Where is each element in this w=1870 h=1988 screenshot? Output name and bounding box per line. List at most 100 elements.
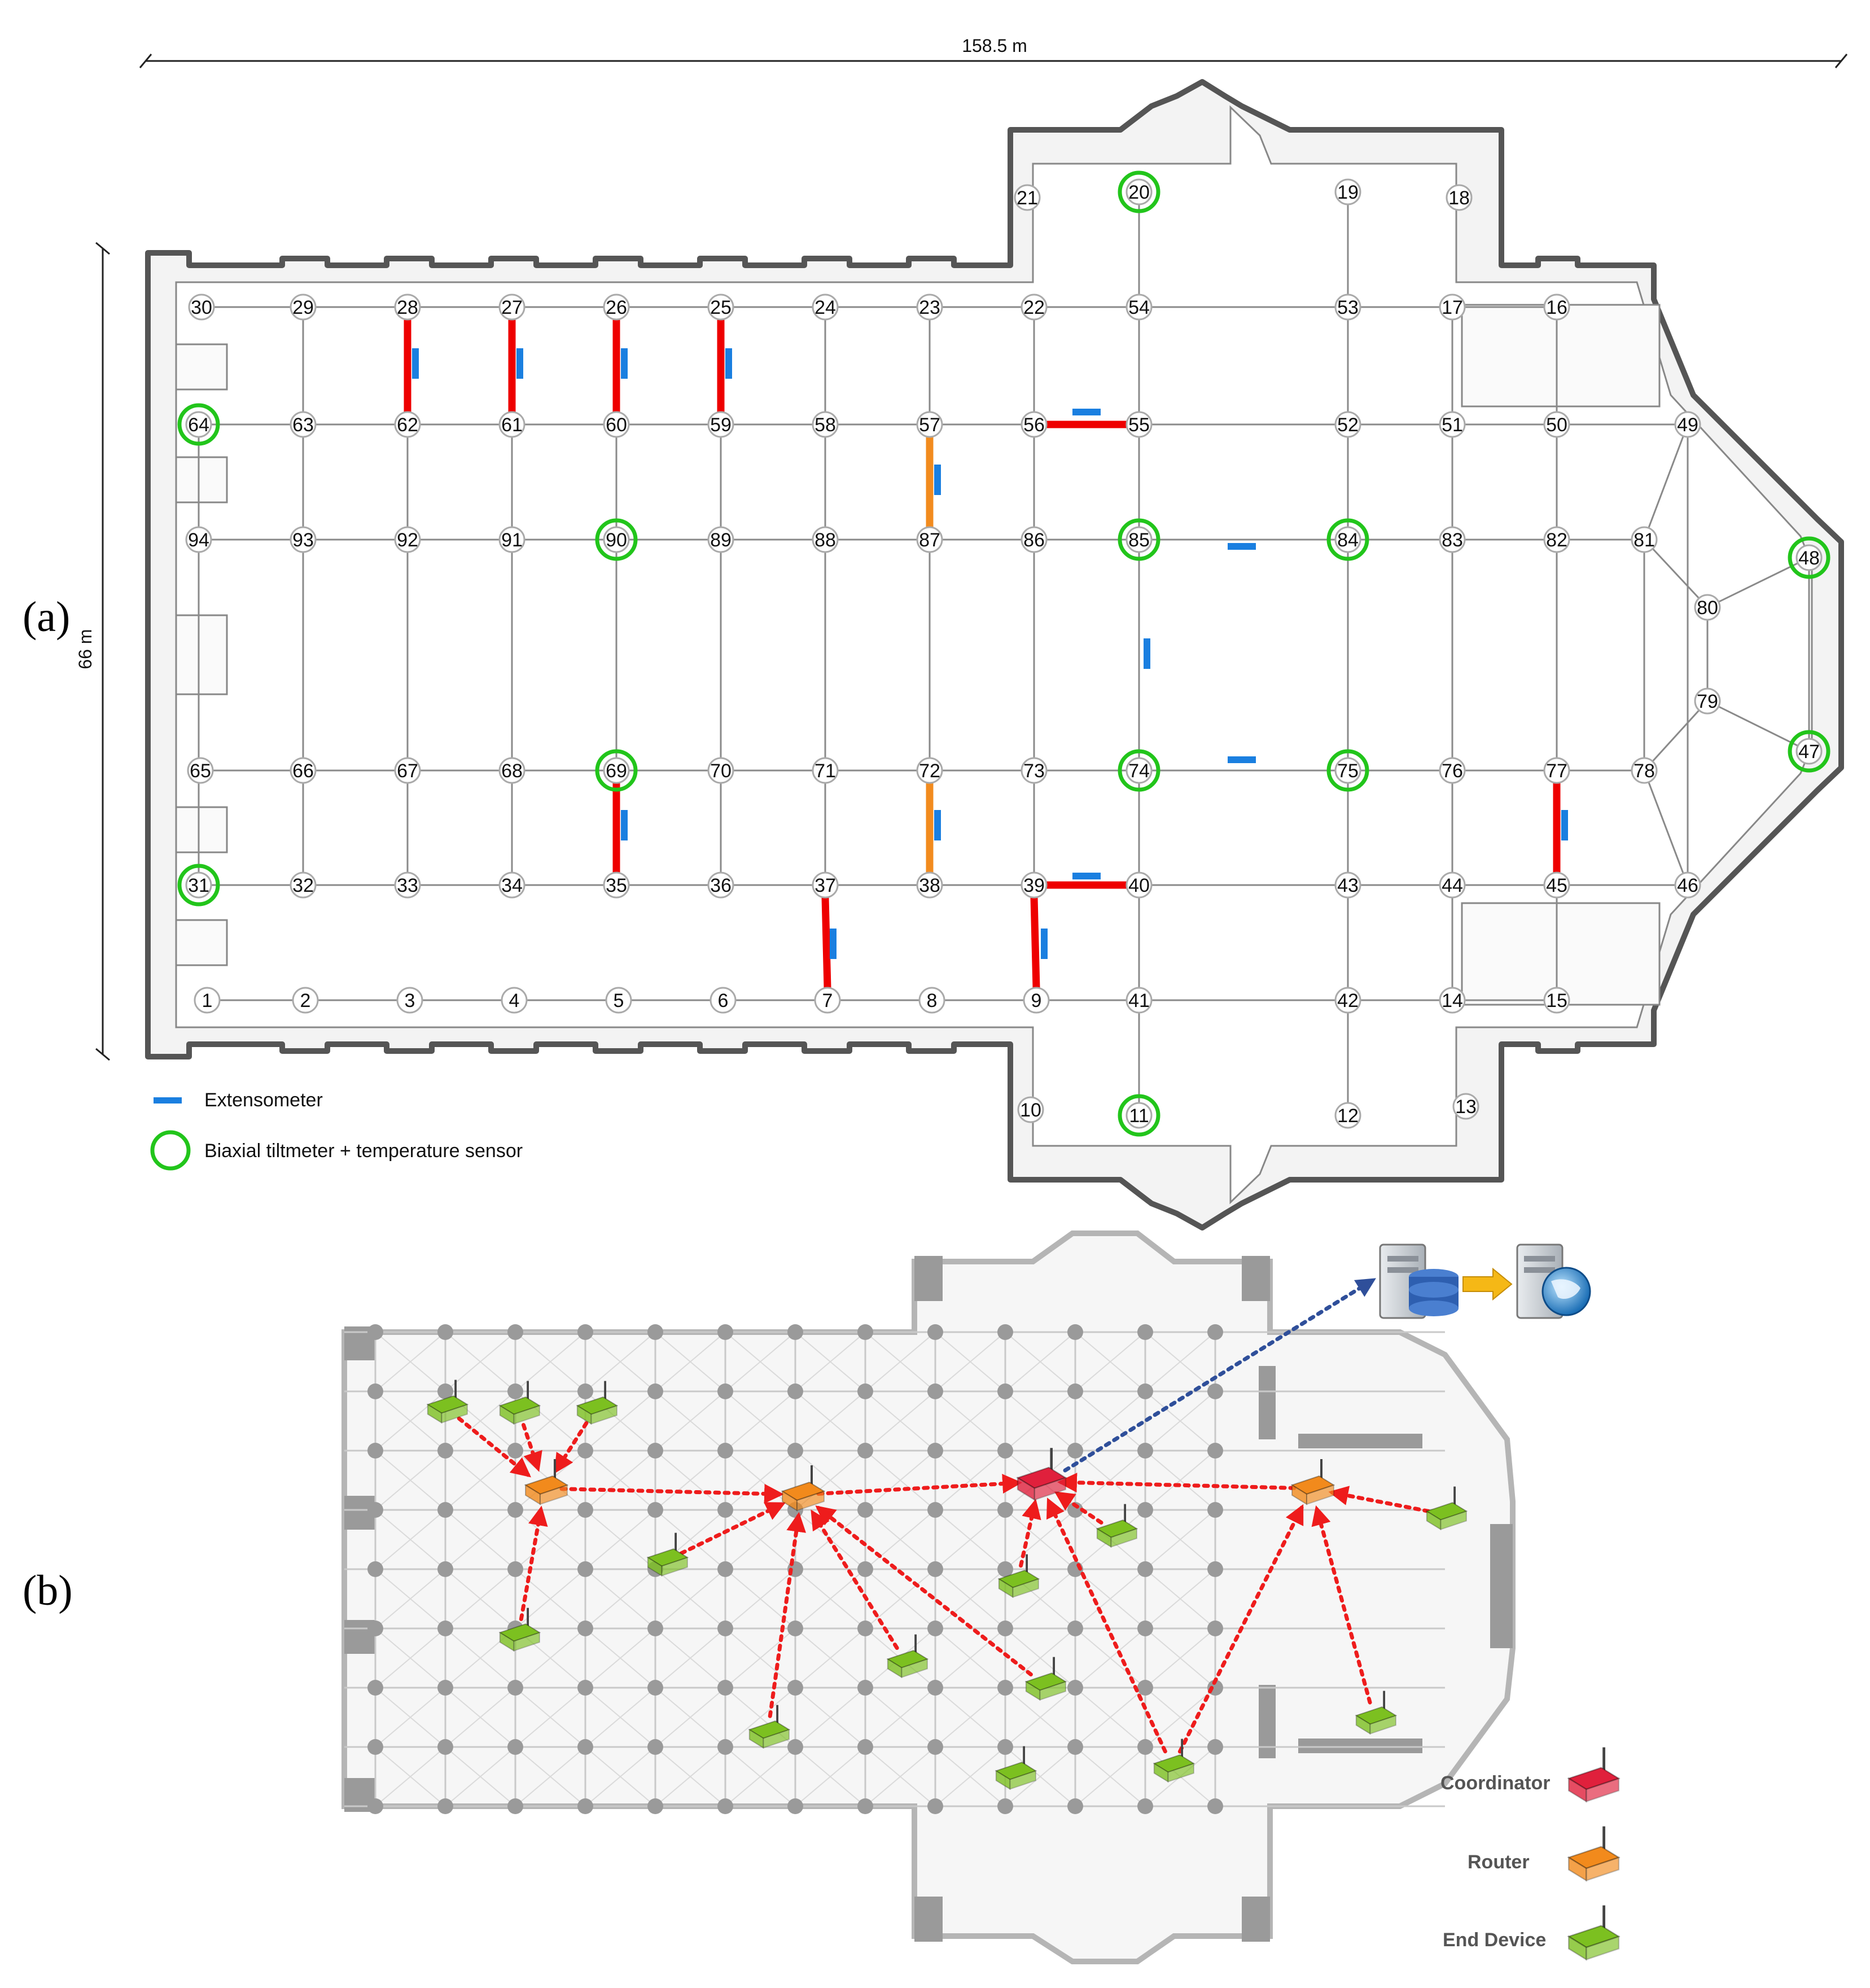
end-device-icon xyxy=(1425,1486,1468,1531)
panel-b-vault-rib xyxy=(375,1509,446,1570)
panel-b-pier xyxy=(437,1621,453,1636)
end-device-icon xyxy=(748,1705,791,1749)
panel-b-vault-rib xyxy=(375,1746,446,1807)
pier-marker xyxy=(1543,757,1570,784)
extensometer-marker xyxy=(725,348,732,379)
wide-bar xyxy=(821,897,831,988)
pier-label: 47 xyxy=(1798,741,1820,763)
pier-label: 74 xyxy=(1128,760,1150,782)
device-front xyxy=(1110,1527,1137,1548)
pier-marker xyxy=(1017,1096,1044,1123)
width-dimension xyxy=(139,54,1848,68)
pier-marker xyxy=(1125,526,1153,553)
panel-b-pier xyxy=(1067,1680,1083,1696)
panel-b-pier xyxy=(437,1798,453,1814)
pier-label: 87 xyxy=(919,529,940,551)
panel-b-pier xyxy=(507,1798,523,1814)
panel-b-pier xyxy=(997,1739,1013,1755)
pier-marker xyxy=(1021,294,1048,321)
panel-b-vault-rib xyxy=(1145,1509,1216,1570)
pier-label: 31 xyxy=(188,875,209,896)
panel-b-pier xyxy=(507,1324,523,1340)
panel-b-vault-rib xyxy=(445,1509,516,1570)
panel-b-pier xyxy=(857,1739,873,1755)
pier-label: 55 xyxy=(1128,414,1150,436)
panel-b-pier xyxy=(577,1621,593,1636)
extensometer-marker xyxy=(516,348,523,379)
pier-label: 71 xyxy=(814,760,836,782)
panel-b-pier xyxy=(647,1798,663,1814)
tiltmeter-marker xyxy=(177,403,220,446)
panel-b-pier xyxy=(857,1443,873,1459)
panel-b-outline xyxy=(341,1231,1516,1964)
legend-router-icon xyxy=(1567,1826,1621,1882)
device-front xyxy=(590,1404,618,1425)
pier-marker xyxy=(1674,411,1701,438)
panel-b-pier xyxy=(717,1561,733,1577)
panel-b-pier xyxy=(857,1561,873,1577)
pier-marker xyxy=(1452,1093,1479,1120)
network-link xyxy=(1311,1505,1372,1705)
pier-label: 50 xyxy=(1546,414,1567,436)
pier-label: 78 xyxy=(1633,760,1655,782)
pier-label: 23 xyxy=(919,297,940,318)
panel-b-pier xyxy=(367,1502,383,1518)
device-front xyxy=(796,1490,825,1512)
panel-b-pier xyxy=(647,1443,663,1459)
height-dimension-label: 66 m xyxy=(75,629,95,669)
panel-b-vault-rib xyxy=(935,1509,1006,1570)
panel-b-pier xyxy=(577,1680,593,1696)
panel-b-vault-rib xyxy=(935,1746,1006,1807)
pier-marker xyxy=(603,411,630,438)
panel-b-pier xyxy=(1207,1621,1223,1636)
panel-b-vault-rib xyxy=(725,1746,796,1807)
panel-b-vault-rib xyxy=(725,1332,796,1392)
pier-label: 81 xyxy=(1633,529,1655,551)
pier-label: 35 xyxy=(606,875,627,896)
panel-b-vault-rib xyxy=(795,1332,866,1392)
extensometer-marker xyxy=(1144,638,1150,669)
extensometer-marker xyxy=(1041,929,1048,959)
pier-marker xyxy=(916,526,943,553)
pier-label: 24 xyxy=(814,297,836,318)
end-device-icon xyxy=(997,1554,1040,1599)
pier-marker xyxy=(1021,526,1048,553)
network-link xyxy=(554,1421,589,1474)
panel-b-vault-rib xyxy=(1145,1391,1216,1451)
pier-label: 32 xyxy=(292,875,314,896)
pier-marker xyxy=(394,872,421,899)
panel-b-vault-rib xyxy=(585,1391,656,1451)
panel-b-pier xyxy=(717,1502,733,1518)
pier-marker xyxy=(498,294,525,321)
panel-b-vault-rib xyxy=(655,1332,726,1392)
pier-marker xyxy=(1439,987,1466,1014)
panel-b-pier xyxy=(927,1561,943,1577)
pier-marker xyxy=(916,757,943,784)
panel-b-pier xyxy=(367,1383,383,1399)
pier-marker xyxy=(290,526,317,553)
panel-b-pier xyxy=(787,1798,803,1814)
panel-b-pier xyxy=(927,1680,943,1696)
panel-b-vault-rib xyxy=(1005,1332,1076,1392)
panel-b-vault-rib xyxy=(375,1332,446,1392)
pier-marker xyxy=(185,411,212,438)
pier-marker xyxy=(603,294,630,321)
end-device-icon xyxy=(1153,1739,1195,1783)
pier-marker xyxy=(603,526,630,553)
pier-marker xyxy=(498,411,525,438)
pier-marker xyxy=(185,526,212,553)
panel-b-pier xyxy=(507,1383,523,1399)
panel-b-vault-rib xyxy=(865,1450,936,1510)
pier-label: 8 xyxy=(927,990,938,1011)
panel-b-pier xyxy=(437,1680,453,1696)
panel-b-vault-rib xyxy=(1075,1450,1146,1510)
pier-marker xyxy=(1439,872,1466,899)
panel-b-vault-rib xyxy=(1075,1628,1146,1688)
pier-label: 5 xyxy=(614,990,624,1011)
panel-b-vault-rib xyxy=(935,1628,1006,1688)
panel-b-pier xyxy=(787,1443,803,1459)
panel-b-vault-rib xyxy=(1075,1746,1146,1807)
panel-b-vault-rib xyxy=(1075,1332,1146,1392)
extensometer-marker xyxy=(934,810,941,840)
